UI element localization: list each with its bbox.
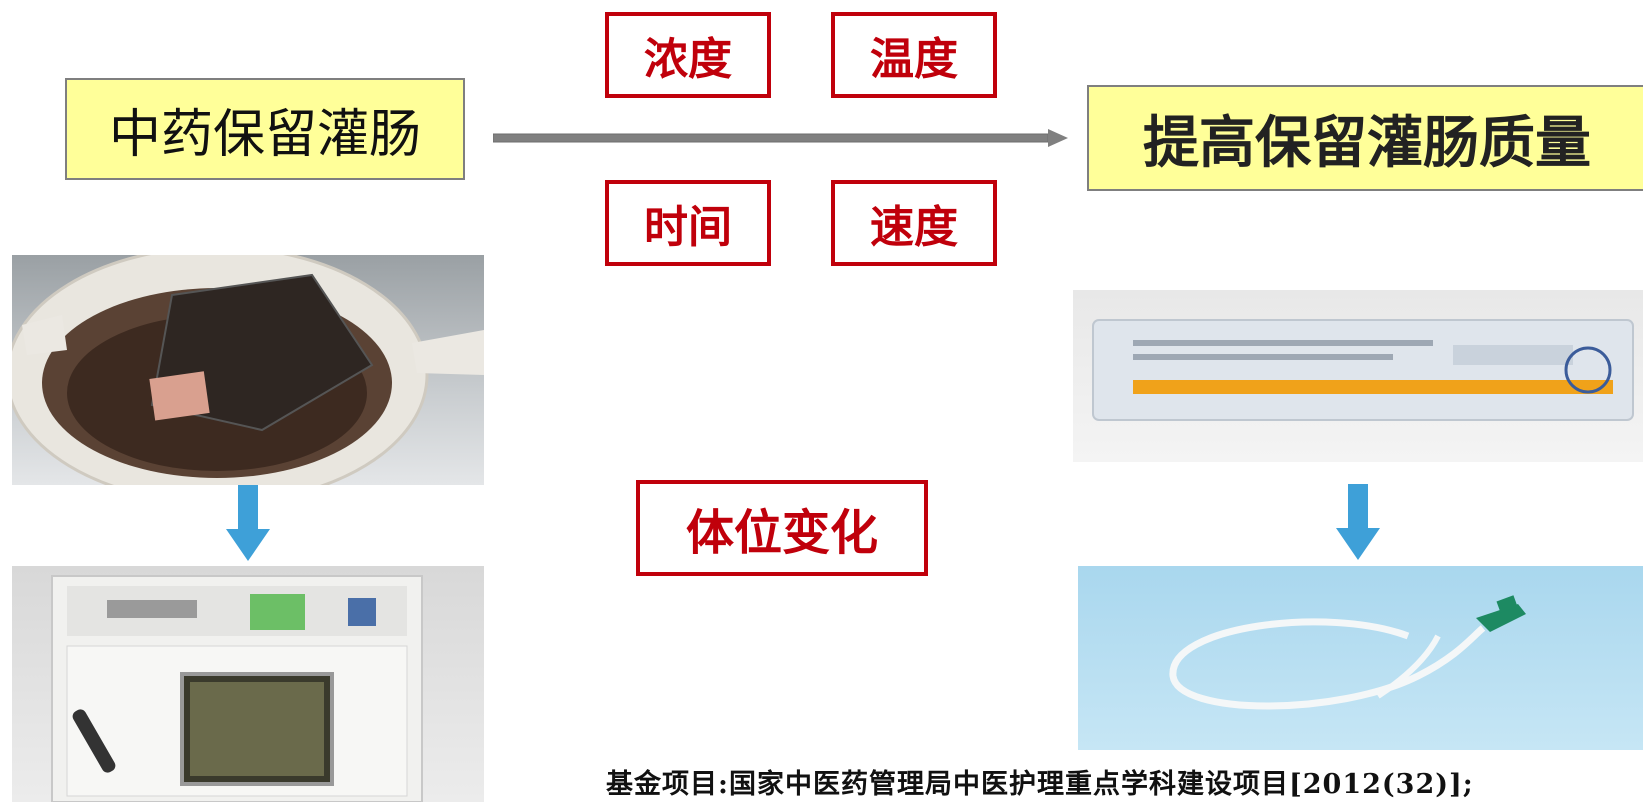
herbal-bowl-photo (12, 255, 484, 485)
factor-speed: 速度 (831, 180, 997, 266)
factor-label: 浓度 (644, 34, 732, 85)
enema-label-box: 中药保留灌肠 (65, 78, 465, 180)
main-arrow-icon (493, 129, 1068, 147)
quality-goal-box: 提高保留灌肠质量 (1087, 85, 1643, 191)
catheter-photo (1078, 566, 1643, 750)
down-arrow-icon (1336, 484, 1380, 560)
factor-body-position: 体位变化 (636, 480, 928, 576)
factor-concentration: 浓度 (605, 12, 771, 98)
factor-label: 时间 (644, 202, 732, 253)
enema-tube-package-photo (1073, 290, 1643, 462)
down-arrow-icon (226, 485, 270, 561)
funding-footnote: 基金项目:国家中医药管理局中医护理重点学科建设项目[2012(32)]; (606, 762, 1643, 802)
enema-label-text: 中药保留灌肠 (108, 104, 421, 165)
factor-temperature: 温度 (831, 12, 997, 98)
funding-footnote-text: 基金项目:国家中医药管理局中医护理重点学科建设项目[2012(32)]; (606, 769, 1474, 800)
factor-label: 速度 (870, 202, 958, 253)
quality-goal-text: 提高保留灌肠质量 (1143, 110, 1591, 176)
factor-label: 体位变化 (685, 505, 878, 561)
factor-time: 时间 (605, 180, 771, 266)
warming-oven-photo (12, 566, 484, 802)
factor-label: 温度 (870, 34, 958, 85)
